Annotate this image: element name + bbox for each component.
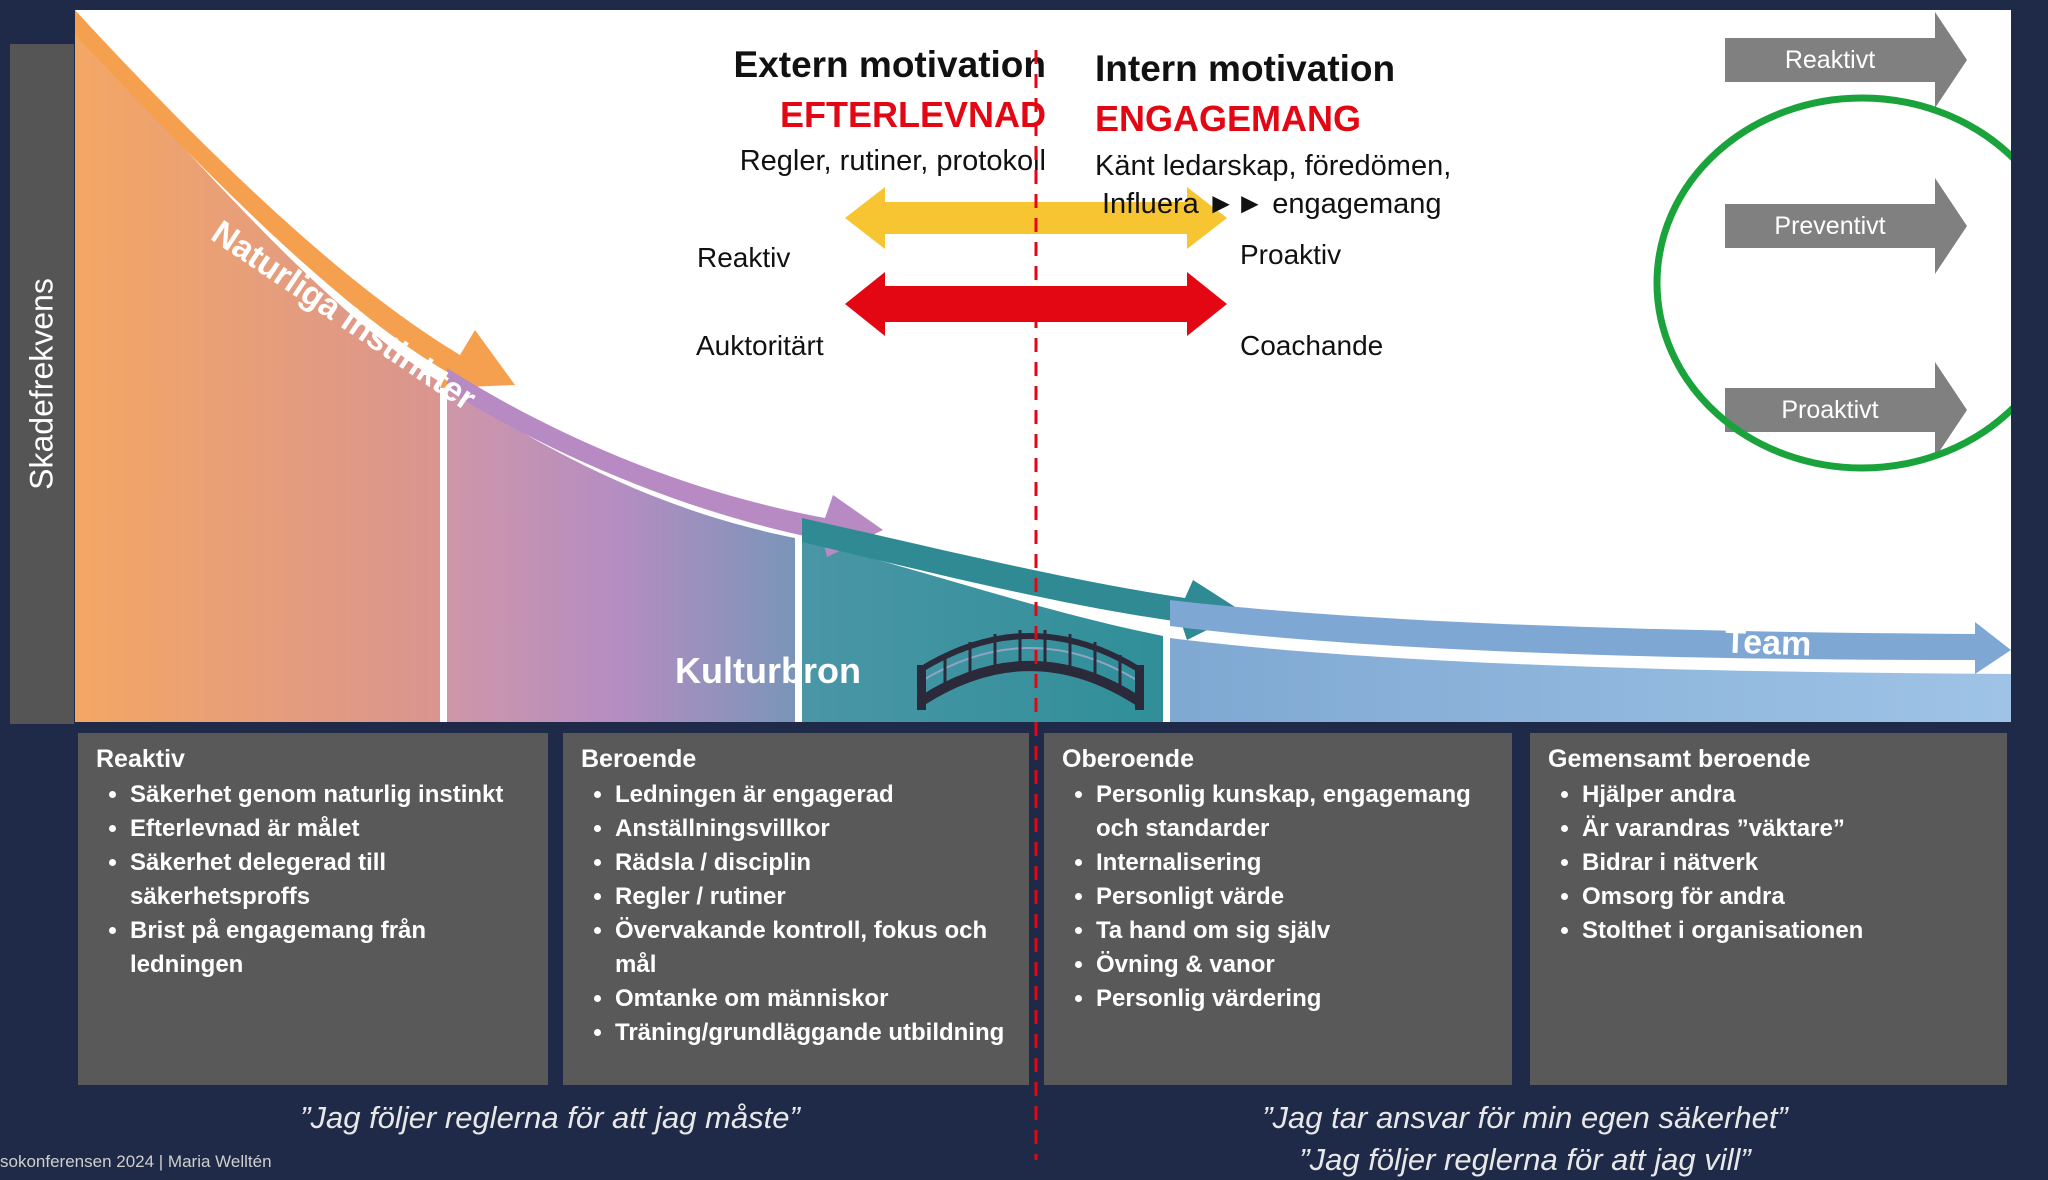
- side-arrow-reaktivt: [1725, 12, 1967, 108]
- column-title: Oberoende: [1062, 745, 1194, 773]
- list-item: Efterlevnad är målet: [130, 812, 530, 846]
- column-title: Beroende: [581, 745, 697, 773]
- list-item: Säkerhet genom naturlig instinkt: [130, 778, 530, 812]
- ledarskap-left: Auktoritärt: [696, 330, 824, 361]
- list-item: Personlig värdering: [1096, 982, 1494, 1016]
- list-item: Brist på engagemang från ledningen: [130, 914, 530, 982]
- separator-2: [795, 530, 802, 722]
- intern-desc-1: Känt ledarskap, föredömen,: [1095, 150, 1452, 182]
- region-team: [1170, 638, 2011, 722]
- list-item: Ledningen är engagerad: [615, 778, 1011, 812]
- side-label-proaktivt: Proaktivt: [1781, 396, 1879, 424]
- list-item: Träning/grundläggande utbildning: [615, 1016, 1011, 1050]
- intern-desc-2: Influera ►► engagemang: [1102, 188, 1442, 220]
- y-axis: Skadefrekvens: [10, 44, 74, 724]
- list-item: Bidrar i nätverk: [1582, 846, 1989, 880]
- column-beroende: Beroende Ledningen är engagerad Anställn…: [563, 733, 1029, 1085]
- band-naturliga-instinkter: [75, 10, 515, 388]
- bridge-icon: [917, 630, 1144, 710]
- list-item: Personligt värde: [1096, 880, 1494, 914]
- list-item: Ta hand om sig själv: [1096, 914, 1494, 948]
- y-axis-label: Skadefrekvens: [23, 278, 60, 490]
- footer-credit: sokonferensen 2024 | Maria Welltén: [0, 1152, 272, 1171]
- list-item: Säkerhet delegerad till säkerhetsproffs: [130, 846, 530, 914]
- side-arrow-proaktivt: [1725, 362, 1967, 458]
- band-team: [1170, 600, 2011, 674]
- band-sjalv: [802, 518, 1243, 640]
- list-item: Personlig kunskap, engagemang och standa…: [1096, 778, 1494, 846]
- region-reaktiv: [75, 28, 440, 722]
- quote-right-1: ”Jag tar ansvar för min egen säkerhet”: [1262, 1100, 1788, 1135]
- curve-graphic: [75, 10, 2011, 722]
- arbetssatt-right: Proaktiv: [1240, 239, 1342, 270]
- side-label-reaktivt: Reaktivt: [1784, 46, 1876, 74]
- separator-3: [1163, 630, 1170, 722]
- extern-title: Extern motivation: [733, 44, 1047, 85]
- highlight-circle: [1653, 94, 2011, 472]
- column-reaktiv: Reaktiv Säkerhet genom naturlig instinkt…: [78, 733, 548, 1085]
- divider-line: [1034, 50, 1038, 1160]
- quote-left: ”Jag följer reglerna för att jag måste”: [300, 1100, 800, 1135]
- list-item: Övervakande kontroll, fokus och mål: [615, 914, 1011, 982]
- diagram-panel: Extern motivation EFTERLEVNAD Regler, ru…: [75, 10, 2011, 722]
- intern-title: Intern motivation: [1095, 48, 1396, 89]
- column-title: Gemensamt beroende: [1548, 745, 1811, 773]
- region-beroende: [447, 386, 795, 722]
- extern-desc: Regler, rutiner, protokoll: [739, 145, 1046, 177]
- list-item: Övning & vanor: [1096, 948, 1494, 982]
- side-label-preventivt: Preventivt: [1774, 212, 1886, 240]
- intern-keyword: ENGAGEMANG: [1095, 98, 1362, 139]
- column-gemensamt-beroende: Gemensamt beroende Hjälper andra Är vara…: [1530, 733, 2007, 1085]
- list-item: Omtanke om människor: [615, 982, 1011, 1016]
- arbetssatt-left: Reaktiv: [697, 242, 791, 273]
- list-item: Anställningsvillkor: [615, 812, 1011, 846]
- list-item: Rädsla / disciplin: [615, 846, 1011, 880]
- list-item: Omsorg för andra: [1582, 880, 1989, 914]
- side-arrow-preventivt: [1725, 178, 1967, 274]
- column-title: Reaktiv: [96, 745, 185, 773]
- stage-team: Team: [1724, 622, 1812, 664]
- quote-right-2: ”Jag följer reglerna för att jag vill”: [1299, 1142, 1751, 1177]
- band-overvakning: [447, 368, 883, 557]
- separator-1: [440, 370, 447, 722]
- list-item: Regler / rutiner: [615, 880, 1011, 914]
- list-item: Är varandras ”väktare”: [1582, 812, 1989, 846]
- extern-keyword: EFTERLEVNAD: [779, 94, 1046, 135]
- list-item: Hjälper andra: [1582, 778, 1989, 812]
- list-item: Internalisering: [1096, 846, 1494, 880]
- ledarskap-right: Coachande: [1240, 330, 1384, 361]
- column-oberoende: Oberoende Personlig kunskap, engagemang …: [1044, 733, 1512, 1085]
- list-item: Stolthet i organisationen: [1582, 914, 1989, 948]
- bridge-label: Kulturbron: [675, 650, 861, 691]
